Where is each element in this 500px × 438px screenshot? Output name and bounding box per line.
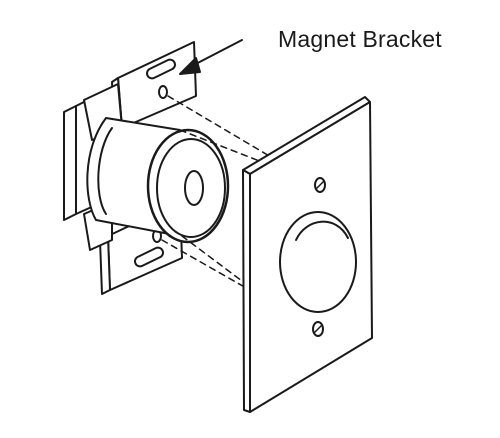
bottom-tab-slot — [134, 246, 164, 268]
magnet-bracket-label: Magnet Bracket — [278, 26, 442, 52]
bracket-top-tab — [117, 41, 197, 129]
bracket-back-plate — [63, 105, 77, 221]
cover-opening-inner-shadow — [295, 220, 349, 241]
cover-plate — [242, 96, 373, 413]
alignment-line-body-top — [179, 129, 263, 163]
magnet-face-ring — [156, 138, 226, 238]
magnet-cylinder — [86, 117, 230, 244]
cover-bottom-screw-slot — [313, 324, 323, 334]
top-tab-screw-hole — [158, 85, 168, 99]
alignment-line-bottom — [161, 239, 321, 331]
alignment-line-body-bottom — [181, 235, 255, 291]
top-tab-slot — [146, 58, 176, 80]
cover-opening-outer — [279, 211, 357, 313]
callout-arrow — [179, 39, 243, 75]
magnet-shading-line — [97, 127, 113, 215]
magnet-center-hole — [184, 170, 204, 206]
cover-top-screw-slot — [315, 180, 325, 190]
callout-arrowhead — [179, 57, 201, 75]
cover-plate-side — [242, 169, 251, 413]
